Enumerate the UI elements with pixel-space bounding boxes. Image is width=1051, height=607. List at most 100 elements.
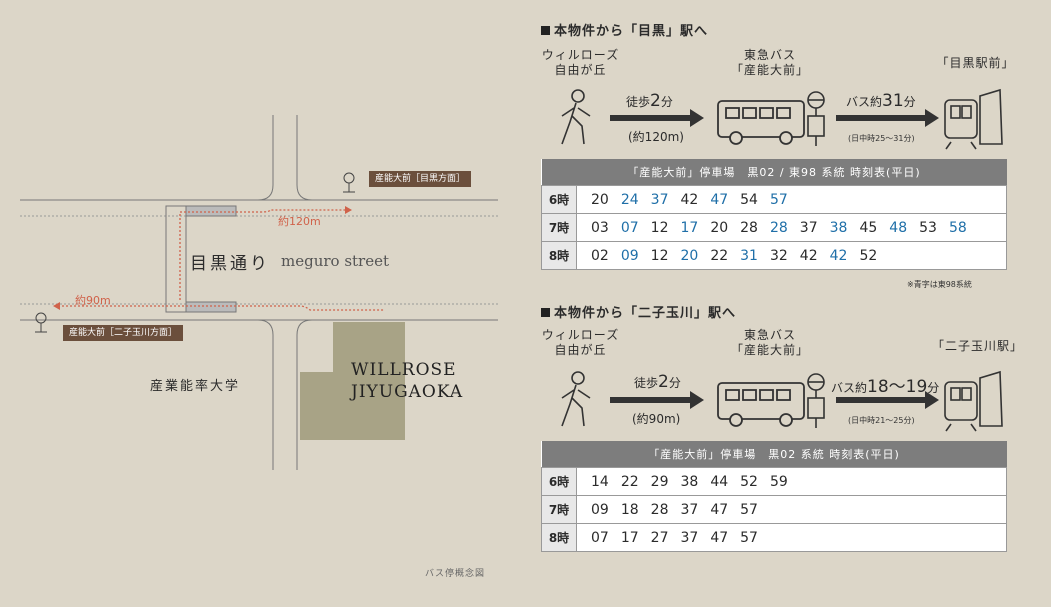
bus-stop-sign-icon <box>807 91 825 146</box>
hour-cell: 7時 <box>541 213 577 242</box>
hour-cell: 6時 <box>541 467 577 496</box>
route2-flow-icons <box>561 370 1003 432</box>
departure-minute: 20 <box>591 191 609 208</box>
departure-minute: 42 <box>829 247 848 264</box>
route1-walk-distance: (約120m) <box>628 130 684 144</box>
departure-minute: 07 <box>591 529 609 546</box>
route1-origin: ウィルローズ自由が丘 <box>541 48 620 77</box>
arrow-walk-icon <box>610 109 704 127</box>
route2-destination: 「二子玉川駅」 <box>931 339 1023 353</box>
hour-cell: 8時 <box>541 523 577 552</box>
departure-minute: 54 <box>740 191 758 208</box>
departure-minute: 28 <box>769 219 788 236</box>
departure-minute: 27 <box>650 529 669 546</box>
departure-minute: 47 <box>710 191 729 208</box>
train-icon <box>944 88 1003 150</box>
building-name-line2: JIYUGAOKA <box>351 382 464 402</box>
departure-minute: 47 <box>710 529 729 546</box>
route2-bus-stop: 東急バス「産能大前」 <box>730 328 809 357</box>
departure-minute: 20 <box>710 219 729 236</box>
route2-table-title: 「産能大前」停車場 黒02 系統 時刻表(平日) <box>541 441 1007 468</box>
departure-minute: 17 <box>680 219 699 236</box>
square-bullet-icon <box>541 308 550 317</box>
map-caption: バス停概念図 <box>425 569 486 579</box>
departure-minute: 22 <box>710 247 729 264</box>
departure-minute: 38 <box>829 219 848 236</box>
bus-icon <box>717 100 805 145</box>
building-name-line1: WILLROSE <box>351 360 457 380</box>
departure-minute: 38 <box>680 473 699 490</box>
departure-minute: 37 <box>680 529 699 546</box>
departure-minute: 37 <box>799 219 818 236</box>
route1-note: ※青字は東98系統 <box>907 280 972 289</box>
departure-minute: 09 <box>591 501 609 518</box>
departure-minute: 52 <box>859 247 878 264</box>
departure-minute: 18 <box>620 501 639 518</box>
street-name-en: meguro street <box>281 252 390 270</box>
departure-minute: 37 <box>650 191 669 208</box>
route2-title: 本物件から「二子玉川」駅へ <box>541 302 736 321</box>
building-shape <box>300 322 405 440</box>
departure-minute: 29 <box>650 473 669 490</box>
map-roads <box>20 115 498 470</box>
route2-walk-distance: (約90m) <box>632 412 681 426</box>
route2-origin: ウィルローズ自由が丘 <box>541 328 620 357</box>
departure-minute: 12 <box>650 247 669 264</box>
bus-stop-map: 産能大前［目黒方面］ 産能大前［二子玉川方面］ 約120m 約90m 目黒通り … <box>0 0 520 607</box>
bus-stop-sign-icon <box>807 373 825 428</box>
minutes-cell: 02 09 12 20 22 31 32 42 42 52 <box>576 241 1007 270</box>
route1-title: 本物件から「目黒」駅へ <box>541 20 708 39</box>
building-label: WILLROSE JIYUGAOKA <box>351 359 463 403</box>
distance-label-top: 約120m <box>278 215 321 228</box>
university-label: 産業能率大学 <box>150 379 241 394</box>
departure-minute: 45 <box>859 219 878 236</box>
route1-walk-time: 徒歩2分 <box>626 91 673 111</box>
departure-minute: 24 <box>620 191 639 208</box>
departure-minute: 53 <box>919 219 937 236</box>
walker-icon <box>561 89 591 145</box>
departure-minute: 42 <box>799 247 818 264</box>
street-name-jp: 目黒通り <box>190 254 270 274</box>
departure-minute: 52 <box>740 473 758 490</box>
departure-minute: 44 <box>710 473 729 490</box>
route1-destination: 「目黒駅前」 <box>936 56 1015 70</box>
departure-minute: 32 <box>769 247 788 264</box>
arrow-bus-icon <box>836 109 939 127</box>
departure-minute: 09 <box>620 247 639 264</box>
departure-minute: 59 <box>769 473 788 490</box>
arrow-walk-icon <box>610 391 704 409</box>
departure-minute: 14 <box>591 473 609 490</box>
train-icon <box>944 370 1003 432</box>
departure-minute: 57 <box>740 501 758 518</box>
departure-minute: 37 <box>680 501 699 518</box>
route1-bus-note: (日中時25〜31分) <box>848 134 915 143</box>
departure-minute: 17 <box>620 529 639 546</box>
bus-icon <box>717 382 805 427</box>
departure-minute: 31 <box>740 247 758 264</box>
departure-minute: 12 <box>650 219 669 236</box>
bus-stop-tag-meguro: 産能大前［目黒方面］ <box>369 171 472 187</box>
route1-bus-stop: 東急バス「産能大前」 <box>730 48 809 77</box>
route1-flow-icons <box>561 88 1003 150</box>
departure-minute: 20 <box>680 247 699 264</box>
walker-icon <box>561 371 591 427</box>
departure-minute: 02 <box>591 247 609 264</box>
bus-stop-tag-futakotamagawa: 産能大前［二子玉川方面］ <box>63 325 184 341</box>
route1-table-title: 「産能大前」停車場 黒02 / 東98 系統 時刻表(平日) <box>541 159 1007 186</box>
departure-minute: 28 <box>650 501 669 518</box>
square-bullet-icon <box>541 26 550 35</box>
route1-bus-time: バス約31分 <box>846 91 916 111</box>
hour-cell: 7時 <box>541 495 577 524</box>
departure-minute: 03 <box>591 219 609 236</box>
